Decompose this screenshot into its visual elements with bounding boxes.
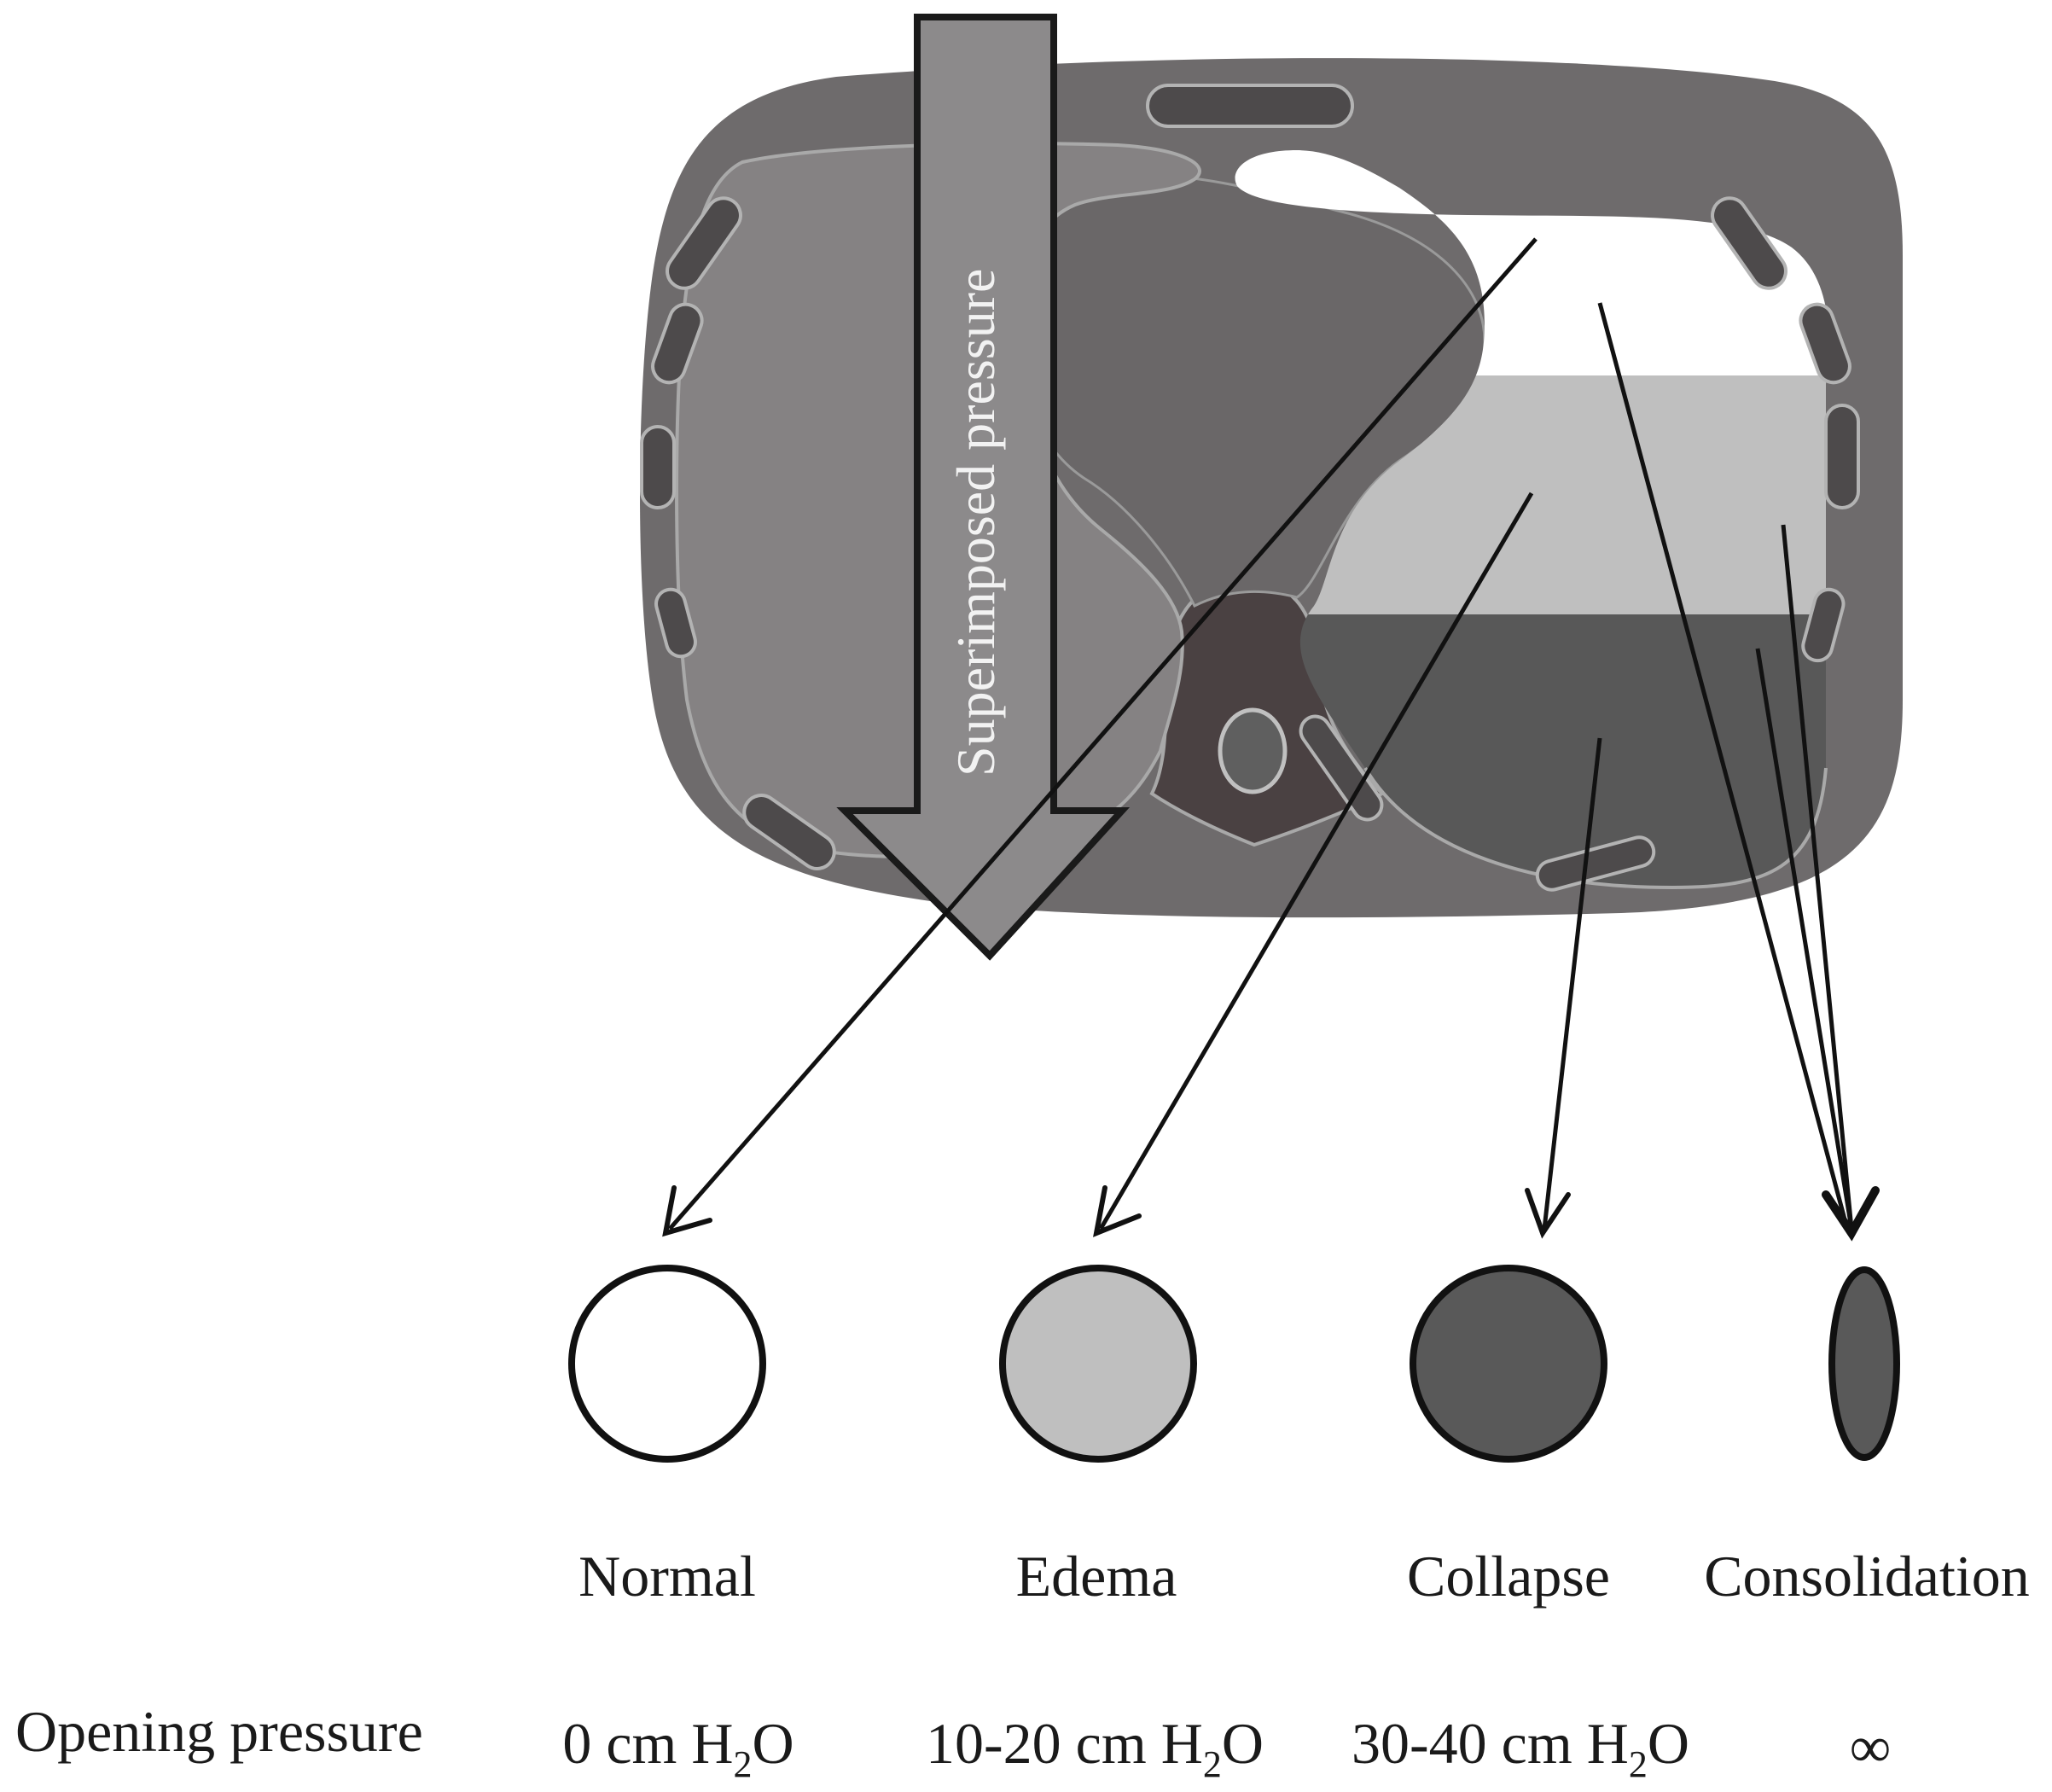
edema-circle <box>999 1265 1197 1463</box>
arrow-to-consolidation-3 <box>1755 648 1854 1230</box>
arrow-to-collapse <box>1542 737 1602 1230</box>
arrow-to-consolidation-2 <box>1781 524 1854 1230</box>
superimposed-pressure-arrow <box>836 14 1131 961</box>
pressure-edema: 10-20 cm H2O <box>926 1711 1264 1785</box>
consolidation-ellipse <box>1828 1266 1900 1461</box>
arrow-to-edema <box>1098 492 1534 1231</box>
state-name-consolidation: Consolidation <box>1704 1544 2030 1609</box>
superimposed-pressure-label: Superimposed pressure <box>945 269 1006 777</box>
pressure-collapse: 30-40 cm H2O <box>1352 1711 1689 1785</box>
state-name-edema: Edema <box>1016 1544 1177 1609</box>
normal-circle <box>568 1265 766 1463</box>
collapse-circle <box>1410 1265 1607 1463</box>
tissue-states <box>568 1265 1900 1463</box>
pressure-normal: 0 cm H2O <box>562 1711 793 1785</box>
state-name-collapse: Collapse <box>1407 1544 1610 1609</box>
arrow-to-consolidation-1 <box>1597 302 1850 1230</box>
spinal-canal <box>1218 707 1288 794</box>
sternum <box>1146 84 1354 128</box>
arrow-to-normal <box>668 237 1538 1231</box>
pressure-consolidation: ∞ <box>1850 1714 1891 1779</box>
ribs <box>640 196 1860 892</box>
opening-pressure-label: Opening pressure <box>15 1699 423 1764</box>
pointer-arrows <box>668 237 1854 1231</box>
arrowheads <box>662 1185 1880 1242</box>
state-name-normal: Normal <box>578 1544 756 1609</box>
